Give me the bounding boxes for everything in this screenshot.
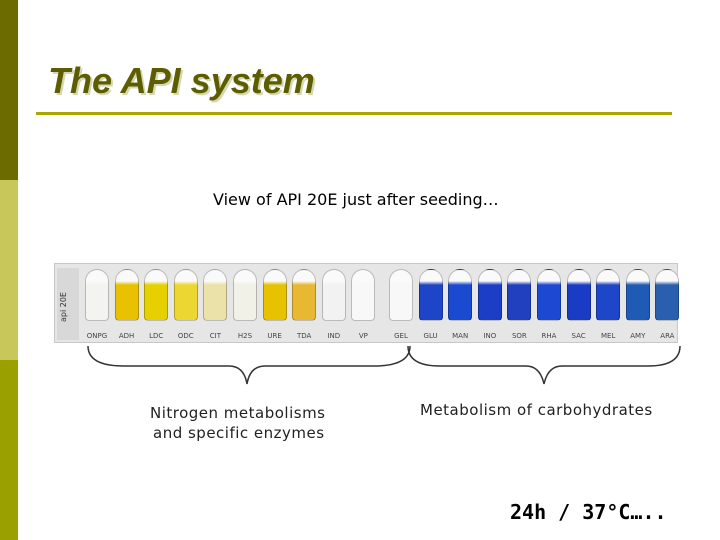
cupule-label: VP xyxy=(358,332,368,340)
cupule-label: INO xyxy=(483,332,497,340)
cupule xyxy=(262,269,287,321)
cupule xyxy=(321,269,346,321)
strip-brand-text: api 20E xyxy=(59,292,68,322)
cupule xyxy=(596,269,621,321)
cupule xyxy=(566,269,591,321)
cupule xyxy=(292,269,317,321)
nitrogen-group-brace xyxy=(87,345,411,385)
cupule xyxy=(418,269,443,321)
nitrogen-group-label-line2: and specific enzymes xyxy=(153,424,325,442)
cupule-label: TDA xyxy=(297,332,312,340)
cupule-label: ADH xyxy=(118,332,135,340)
cupule-label: RHA xyxy=(541,332,557,340)
cupule-label: SOR xyxy=(511,332,527,340)
cupule xyxy=(448,269,473,321)
cupule xyxy=(507,269,532,321)
cupule xyxy=(351,269,376,321)
side-accent-middle xyxy=(0,180,18,360)
cupule-label: GLU xyxy=(423,332,438,340)
cupule-label: CIT xyxy=(209,332,221,340)
cupule xyxy=(233,269,257,321)
cupule-label: ARA xyxy=(660,332,675,340)
carbohydrate-group-label: Metabolism of carbohydrates xyxy=(420,401,653,419)
api-20e-strip: api 20E ONPG ADH LDC ODC CIT H2S URE TDA IND VP GE… xyxy=(54,263,680,343)
cupule xyxy=(173,269,198,321)
title-underline xyxy=(36,112,672,115)
cupule-label: SAC xyxy=(571,332,586,340)
cupule xyxy=(203,269,228,321)
nitrogen-group-label-line1: Nitrogen metabolisms xyxy=(150,404,326,422)
strip-brand-panel: api 20E xyxy=(57,268,79,340)
cupule-label: IND xyxy=(327,332,341,340)
side-accent-bottom xyxy=(0,360,18,540)
cupule xyxy=(144,269,169,321)
cupule xyxy=(477,269,502,321)
cupule-label: AMY xyxy=(630,332,646,340)
carbohydrate-group-brace xyxy=(407,345,681,385)
cupule-label: GEL xyxy=(394,332,408,340)
cupule-label: H2S xyxy=(237,332,253,340)
side-accent-top xyxy=(0,0,18,180)
cupule-label: MEL xyxy=(601,332,616,340)
cupule xyxy=(114,269,139,321)
incubation-conditions: 24h / 37°C….. xyxy=(510,500,667,524)
cupule xyxy=(625,269,650,321)
cupule xyxy=(389,269,413,321)
cupule-label: ONPG xyxy=(86,332,108,340)
cupule xyxy=(537,269,561,321)
photo-caption: View of API 20E just after seeding… xyxy=(213,190,499,209)
cupule-label: LDC xyxy=(149,332,164,340)
cupule xyxy=(655,269,680,321)
cupule-label: MAN xyxy=(452,332,469,340)
cupule xyxy=(85,269,109,321)
slide-title: The API system xyxy=(48,60,315,101)
cupule-label: URE xyxy=(267,332,282,340)
cupule-label: ODC xyxy=(177,332,194,340)
